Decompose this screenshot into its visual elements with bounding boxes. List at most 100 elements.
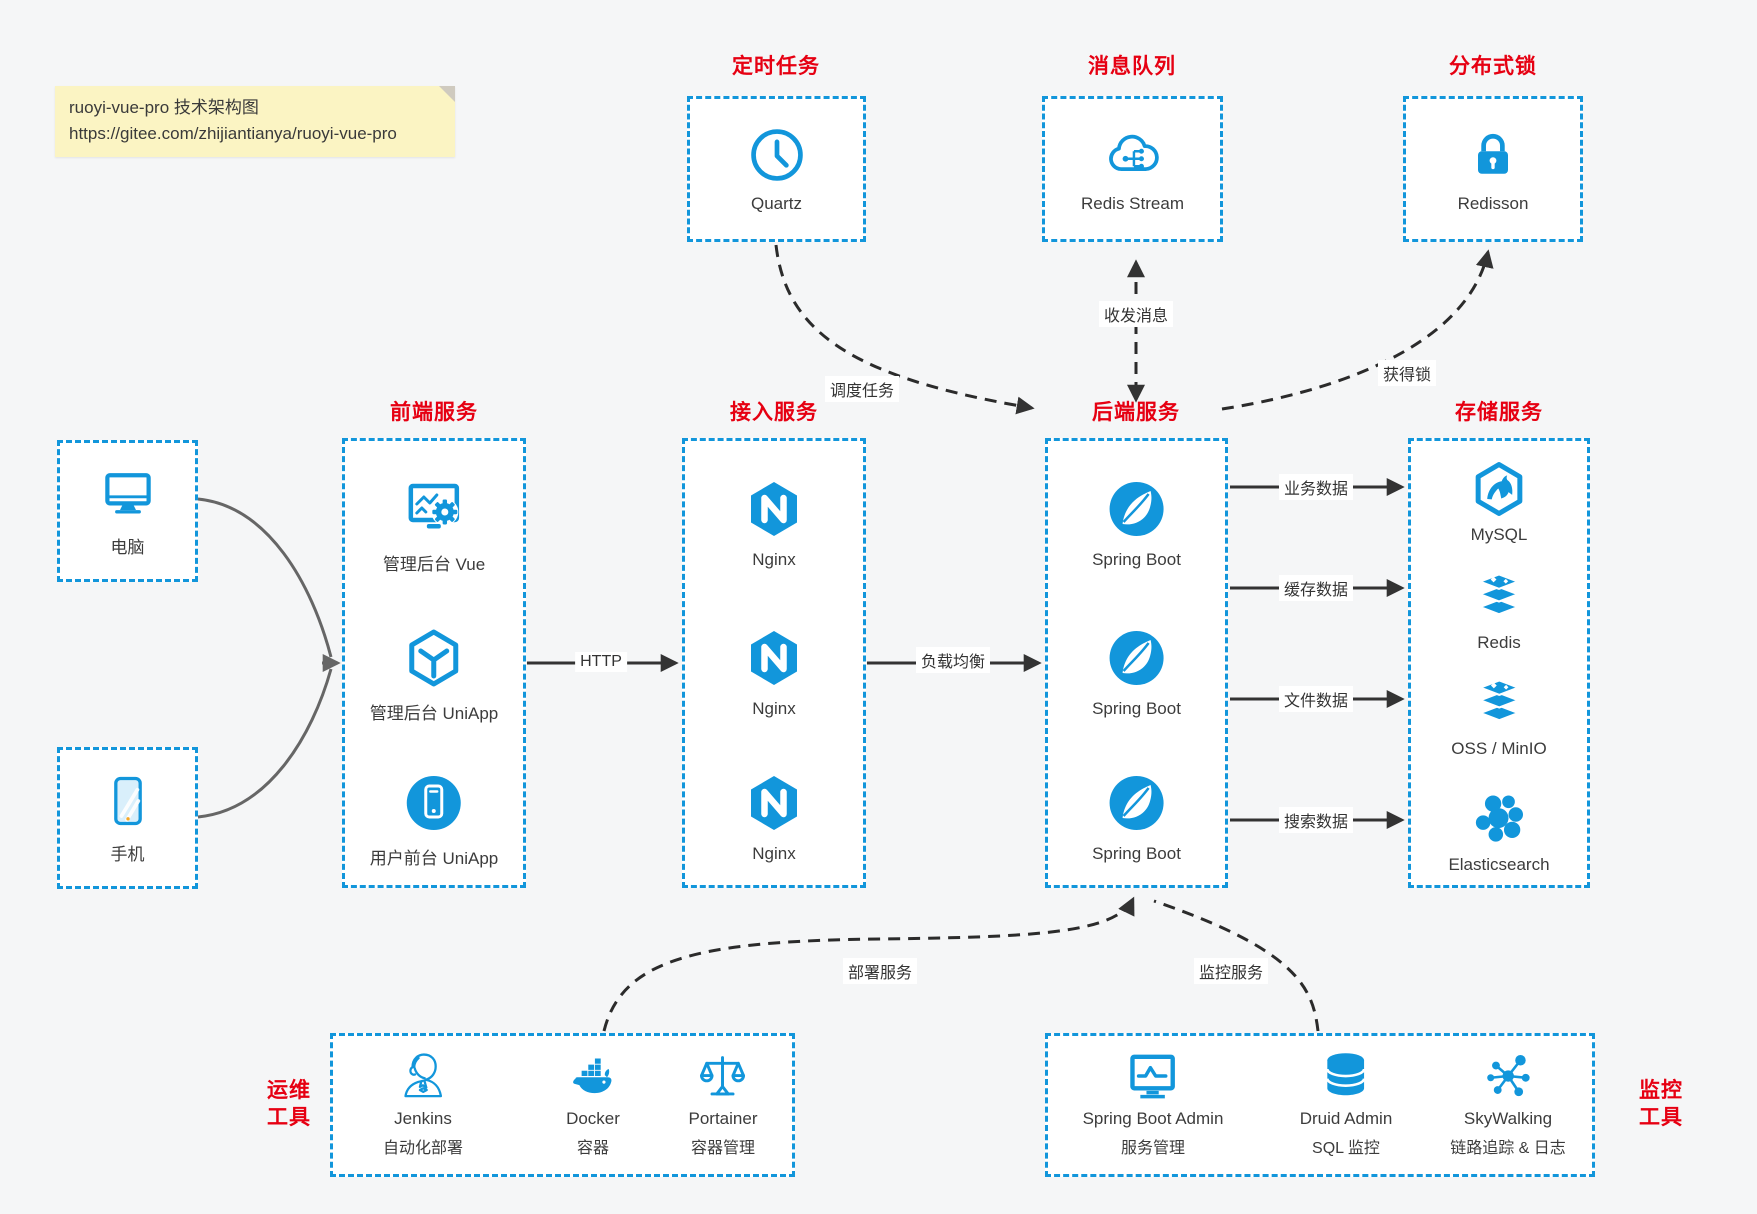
sticky-note: ruoyi-vue-pro 技术架构图 https://gitee.com/zh… <box>55 86 455 157</box>
edge-label-search-data: 搜索数据 <box>1278 807 1354 833</box>
node-label: Spring Boot <box>1092 550 1181 569</box>
client-curves <box>197 497 341 819</box>
storage-services-box: MySQL Redis OSS / MinIO Elasticsearch <box>1408 438 1590 888</box>
backend-services-box: Spring Boot Spring Boot Spring Boot <box>1045 438 1228 888</box>
group-title-message-queue: 消息队列 <box>1088 55 1176 78</box>
node-jenkins: Jenkins 自动化部署 <box>383 1048 463 1158</box>
node-druid-admin: Druid Admin SQL 监控 <box>1299 1048 1393 1158</box>
spring-boot-icon <box>1105 626 1169 690</box>
node-label: 管理后台 Vue <box>382 555 486 574</box>
node-label: 管理后台 UniApp <box>369 704 499 723</box>
node-label: Spring Boot <box>1092 844 1181 863</box>
edge-label-schedule-job: 调度任务 <box>824 376 900 402</box>
docker-whale-icon <box>565 1048 621 1104</box>
node-oss-minio: OSS / MinIO <box>1451 674 1547 759</box>
node-label: Elasticsearch <box>1448 855 1550 874</box>
ops-tools-side-label: 运维 工具 <box>267 1077 311 1131</box>
spring-boot-icon <box>1105 771 1169 835</box>
jenkins-butler-icon <box>395 1048 451 1104</box>
redis-stack-icon <box>1470 568 1528 626</box>
elasticsearch-icon <box>1470 790 1528 848</box>
node-label: Nginx <box>752 550 796 569</box>
node-redis: Redis <box>1470 568 1528 653</box>
node-portainer: Portainer 容器管理 <box>688 1048 758 1158</box>
node-label: OSS / MinIO <box>1451 739 1547 758</box>
node-spring-boot-2: Spring Boot <box>1092 626 1181 719</box>
edge-label-deploy-service: 部署服务 <box>842 958 918 984</box>
side-label-line: 工具 <box>1639 1106 1683 1129</box>
node-spring-boot-3: Spring Boot <box>1092 771 1181 864</box>
redis-stream-label: Redis Stream <box>1081 193 1184 213</box>
node-sublabel: SQL 监控 <box>1312 1140 1380 1157</box>
edge-label-acquire-lock: 获得锁 <box>1377 360 1437 386</box>
nginx-hexagon-icon <box>742 771 806 835</box>
node-docker: Docker 容器 <box>565 1048 621 1158</box>
side-label-line: 监控 <box>1639 1079 1683 1102</box>
node-sublabel: 自动化部署 <box>382 1140 464 1157</box>
client-pc-label: 电脑 <box>110 538 145 557</box>
portainer-scales-icon <box>695 1048 751 1104</box>
client-pc-box: 电脑 <box>57 440 198 582</box>
node-label: Nginx <box>752 844 796 863</box>
lock-icon <box>1463 125 1523 185</box>
side-label-line: 运维 <box>267 1079 311 1102</box>
vue-admin-monitor-icon <box>402 477 466 541</box>
group-title-scheduled-task: 定时任务 <box>732 55 820 78</box>
redis-stream-box: Redis Stream <box>1042 96 1223 242</box>
node-label: Nginx <box>752 699 796 718</box>
edge-label-monitor-service: 监控服务 <box>1193 958 1269 984</box>
node-label: Spring Boot Admin <box>1082 1109 1224 1128</box>
node-sublabel: 容器管理 <box>690 1140 756 1157</box>
user-app-phone-icon <box>402 771 466 835</box>
mysql-dolphin-icon <box>1470 460 1528 518</box>
druid-database-icon <box>1318 1048 1374 1104</box>
group-title-distributed-lock: 分布式锁 <box>1449 55 1537 78</box>
uniapp-cube-icon <box>402 626 466 690</box>
redisson-label: Redisson <box>1457 193 1529 213</box>
edge-label-load-balance: 负载均衡 <box>915 647 991 673</box>
node-spring-boot-1: Spring Boot <box>1092 477 1181 570</box>
node-nginx-2: Nginx <box>742 626 806 719</box>
monitor-tools-box: Spring Boot Admin 服务管理 Druid Admin SQL 监… <box>1045 1033 1595 1177</box>
node-sublabel: 链路追踪 & 日志 <box>1450 1140 1566 1157</box>
mobile-phone-icon <box>98 771 158 831</box>
node-label: Redis <box>1477 633 1521 652</box>
node-label: Jenkins <box>394 1109 452 1128</box>
node-label: Docker <box>566 1109 620 1128</box>
node-nginx-3: Nginx <box>742 771 806 864</box>
node-admin-vue: 管理后台 Vue <box>383 477 485 575</box>
quartz-box: Quartz <box>687 96 866 242</box>
nginx-hexagon-icon <box>742 477 806 541</box>
ops-tools-box: Jenkins 自动化部署 Docker 容器 Portainer 容器管理 <box>330 1033 795 1177</box>
node-label: Spring Boot <box>1092 699 1181 718</box>
quartz-label: Quartz <box>750 193 803 213</box>
node-sublabel: 服务管理 <box>1120 1140 1185 1157</box>
node-nginx-1: Nginx <box>742 477 806 570</box>
clock-icon <box>747 125 807 185</box>
node-label: 用户前台 UniApp <box>369 849 499 868</box>
desktop-icon <box>98 464 158 524</box>
side-label-line: 工具 <box>267 1106 311 1129</box>
monitor-pulse-icon <box>1125 1048 1181 1104</box>
node-admin-uniapp: 管理后台 UniApp <box>370 626 498 724</box>
node-label: Druid Admin <box>1299 1109 1393 1128</box>
client-mobile-box: 手机 <box>57 747 198 889</box>
frontend-services-box: 管理后台 Vue 管理后台 UniApp 用户前台 UniApp <box>342 438 526 888</box>
redisson-box: Redisson <box>1403 96 1583 242</box>
node-mysql: MySQL <box>1470 460 1528 545</box>
group-title-frontend: 前端服务 <box>390 401 478 424</box>
oss-stack-icon <box>1470 674 1528 732</box>
nginx-hexagon-icon <box>742 626 806 690</box>
group-title-access: 接入服务 <box>730 401 818 424</box>
edge-label-business-data: 业务数据 <box>1278 474 1354 500</box>
node-skywalking: SkyWalking 链路追踪 & 日志 <box>1450 1048 1566 1158</box>
group-title-storage: 存储服务 <box>1455 401 1543 424</box>
client-mobile-label: 手机 <box>110 845 145 864</box>
access-services-box: Nginx Nginx Nginx <box>682 438 866 888</box>
note-title: ruoyi-vue-pro 技术架构图 <box>69 98 259 117</box>
node-spring-boot-admin: Spring Boot Admin 服务管理 <box>1082 1048 1224 1158</box>
node-sublabel: 容器 <box>576 1140 609 1157</box>
edge-label-send-receive-message: 收发消息 <box>1098 301 1174 327</box>
monitor-tools-side-label: 监控 工具 <box>1639 1077 1683 1131</box>
node-label: Portainer <box>688 1109 758 1128</box>
